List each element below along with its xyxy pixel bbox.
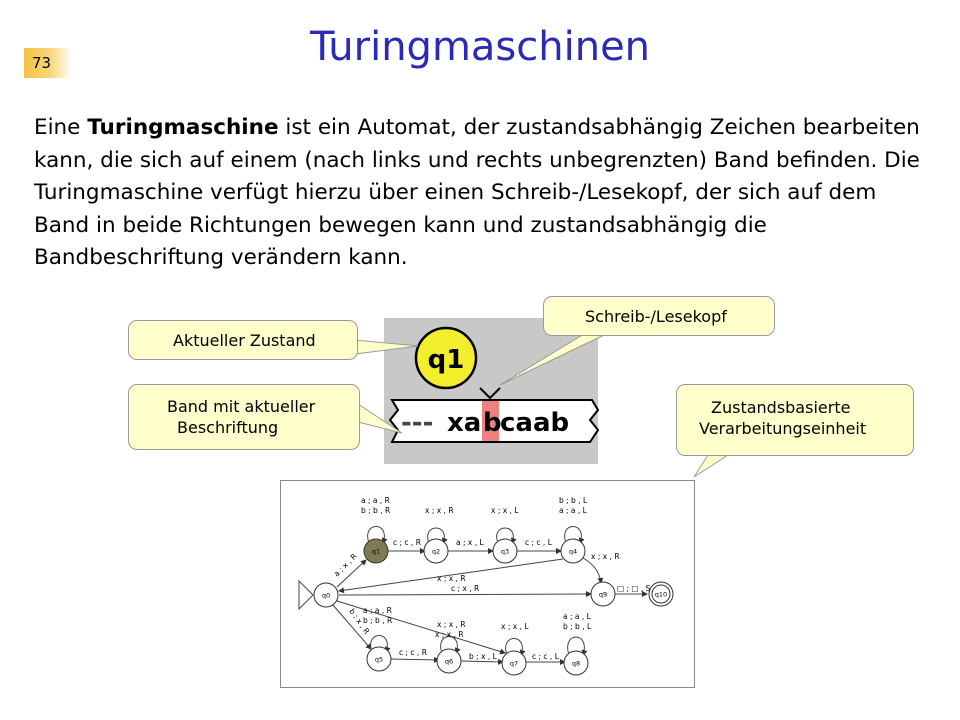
label-q0-q9: c ; x , R bbox=[451, 584, 479, 593]
label-q1-q2: c ; c , R bbox=[393, 538, 421, 547]
state-q3 bbox=[492, 538, 518, 564]
loop-q7 bbox=[505, 638, 526, 656]
label-q7-q8: c ; c , L bbox=[532, 652, 560, 661]
head-callout: Schreib-/Lesekopf bbox=[543, 296, 775, 336]
page-title: Turingmaschinen bbox=[309, 24, 651, 70]
paragraph-term: Turingmaschine bbox=[87, 115, 279, 140]
state-q10-label: q10 bbox=[655, 591, 667, 599]
label-q5-loop-2: b ; b , R bbox=[363, 616, 392, 625]
paragraph-intro: Eine bbox=[34, 115, 88, 140]
label-q6-loop-1: x ; x , R bbox=[437, 620, 466, 629]
label-q8-loop-2: b ; b , L bbox=[563, 622, 592, 631]
current-state-circle bbox=[414, 326, 478, 390]
edge-q5-q6 bbox=[389, 656, 440, 663]
label-q5-q6: c ; c , R bbox=[399, 648, 427, 657]
label-q9-q10: □ ; □ , S bbox=[617, 584, 651, 593]
head-marker bbox=[479, 387, 501, 400]
state-q7-label: q7 bbox=[510, 660, 518, 668]
loop-q6 bbox=[440, 636, 461, 654]
state-q5 bbox=[366, 646, 392, 672]
tape-callout-line2: Beschriftung bbox=[177, 418, 279, 437]
label-q2-q3: a ; x , L bbox=[456, 538, 484, 547]
state-q8-label: q8 bbox=[572, 660, 580, 668]
edge-q4-q0 bbox=[338, 558, 564, 594]
tape-left-symbols: xa bbox=[447, 408, 481, 438]
state-q1-label: q1 bbox=[372, 548, 380, 556]
unit-callout-line1: Zustandsbasierte bbox=[711, 398, 851, 417]
start-arrow bbox=[298, 579, 314, 611]
state-q10-accept-ring bbox=[651, 584, 671, 604]
label-q3-q4: c ; c , L bbox=[525, 538, 553, 547]
label-q4-q0: x ; x , R bbox=[437, 574, 466, 583]
edge-q4-q9 bbox=[582, 557, 604, 584]
automaton-graph: q0 q1 q2 q3 q4 q5 q6 q7 q8 q9 q10 a ; a … bbox=[298, 496, 674, 676]
state-q5-label: q5 bbox=[375, 656, 383, 664]
edge-q0-q7 bbox=[336, 600, 506, 655]
state-q10 bbox=[648, 581, 674, 607]
state-q0 bbox=[313, 582, 339, 608]
state-q1 bbox=[363, 538, 389, 564]
state-q7 bbox=[501, 650, 527, 676]
loop-q4 bbox=[564, 526, 585, 544]
edge-q0-q9 bbox=[338, 591, 592, 598]
state-q2-label: q2 bbox=[432, 548, 440, 556]
unit-callout-tail bbox=[693, 454, 730, 478]
label-q4-q9: x ; x , R bbox=[591, 552, 620, 561]
label-q2-loop: x ; x , R bbox=[425, 506, 454, 515]
state-callout-text: Aktueller Zustand bbox=[173, 331, 316, 350]
state-q8 bbox=[563, 650, 589, 676]
state-q4 bbox=[560, 538, 586, 564]
unit-callout-line2: Verarbeitungseinheit bbox=[699, 419, 867, 438]
label-q7-loop: x ; x , L bbox=[501, 622, 529, 631]
unit-callout-text: Zustandsbasierte Verarbeitungseinheit bbox=[699, 397, 866, 439]
label-q3-loop: x ; x , L bbox=[491, 506, 519, 515]
label-q1-loop-2: b ; b , R bbox=[361, 506, 390, 515]
label-q4-loop-2: a ; a , L bbox=[559, 506, 588, 515]
label-q0-q1: a ; x , R bbox=[332, 552, 359, 579]
label-q8-loop-1: a ; a , L bbox=[563, 612, 592, 621]
state-q9-label: q9 bbox=[599, 591, 607, 599]
label-q6-loop-2: x ; x , R bbox=[435, 630, 464, 639]
edge-q0-q5 bbox=[332, 604, 372, 650]
state-callout: Aktueller Zustand bbox=[128, 320, 358, 360]
tape-right-symbols: caab bbox=[500, 408, 569, 438]
tape-current-symbol: b bbox=[483, 408, 502, 438]
body-paragraph: Eine Turingmaschine ist ein Automat, der… bbox=[34, 112, 934, 275]
state-q6-label: q6 bbox=[445, 658, 453, 666]
tape-callout: Band mit aktueller Beschriftung bbox=[128, 384, 360, 450]
head-callout-text: Schreib-/Lesekopf bbox=[585, 307, 727, 326]
loop-q1 bbox=[367, 526, 388, 544]
loop-q5 bbox=[370, 635, 391, 653]
tape-callout-line1: Band mit aktueller bbox=[167, 397, 316, 416]
unit-callout: Zustandsbasierte Verarbeitungseinheit bbox=[676, 384, 914, 456]
state-q2 bbox=[423, 538, 449, 564]
edge-q6-q7 bbox=[460, 658, 504, 665]
state-q9 bbox=[590, 581, 616, 607]
label-q4-loop-1: b ; b , L bbox=[559, 496, 588, 505]
state-q3-label: q3 bbox=[501, 548, 509, 556]
slide-number: 73 bbox=[24, 48, 72, 78]
current-state-label: q1 bbox=[428, 345, 465, 375]
label-q6-q7: b ; x , L bbox=[469, 652, 498, 661]
state-q4-label: q4 bbox=[569, 548, 577, 556]
head-highlight bbox=[482, 401, 499, 441]
label-q5-loop-1: a ; a , R bbox=[363, 606, 392, 615]
edge-q0-q1 bbox=[336, 559, 367, 588]
loop-q8 bbox=[567, 636, 588, 656]
state-q6 bbox=[436, 648, 462, 674]
paragraph-rest: ist ein Automat, der zustandsabhängig Ze… bbox=[34, 115, 920, 270]
automaton-diagram: q0 q1 q2 q3 q4 q5 q6 q7 q8 q9 q10 a ; a … bbox=[280, 480, 695, 688]
state-q0-label: q0 bbox=[322, 592, 330, 600]
label-q1-loop-1: a ; a , R bbox=[361, 496, 390, 505]
loop-q3 bbox=[496, 527, 517, 544]
loop-q2 bbox=[427, 527, 448, 544]
tape-callout-text: Band mit aktueller Beschriftung bbox=[167, 396, 315, 438]
tape-dashes: --- bbox=[401, 408, 433, 438]
